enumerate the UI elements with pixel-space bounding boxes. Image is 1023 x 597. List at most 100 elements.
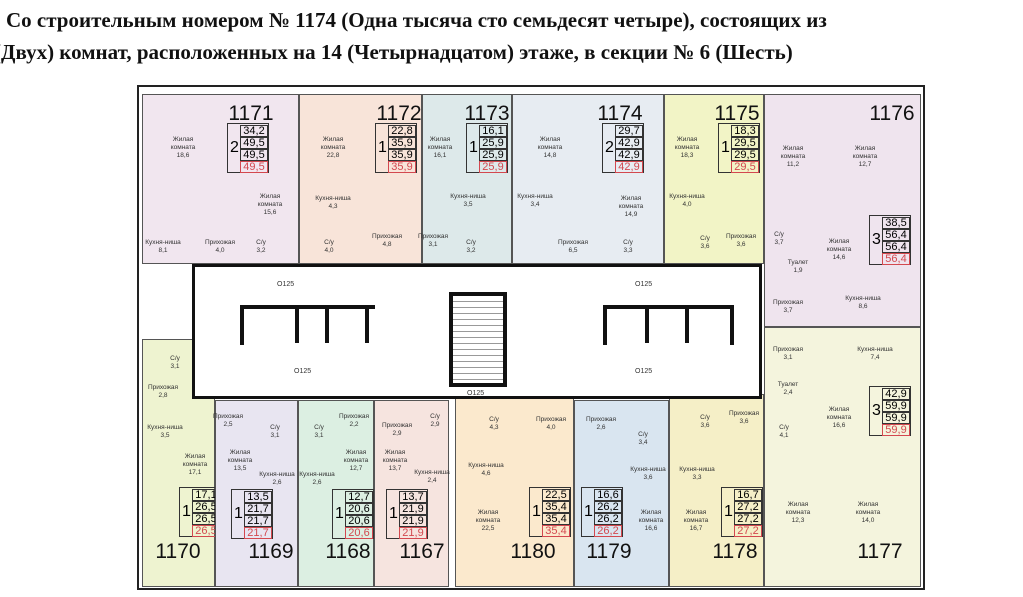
room-name: Жилая комната (343, 449, 369, 464)
corridor-label: O125 (277, 281, 295, 288)
wall (365, 305, 369, 343)
area-value: 20,6 (345, 514, 373, 527)
room-area: 14,9 (624, 211, 638, 218)
room-area: 4,3 (328, 203, 338, 210)
area-value: 21,7 (244, 502, 272, 515)
room-area: 3,1 (314, 432, 324, 439)
room-area: 16,6 (832, 422, 846, 429)
room-name: Жилая комната (475, 509, 501, 524)
room-name: С/у (314, 424, 324, 431)
area-value: 13,5 (244, 490, 272, 503)
room-area: 16,6 (644, 525, 658, 532)
area-value: 38,5 (882, 216, 910, 229)
room-name: Прихожая (381, 422, 413, 429)
room-area: 17,1 (188, 469, 202, 476)
total-area-highlight: 59,9 (882, 423, 910, 436)
room-name: Прихожая (725, 233, 757, 240)
room-name: Прихожая (204, 239, 236, 246)
room-name: Прихожая (557, 239, 589, 246)
total-area-highlight: 42,9 (615, 160, 643, 173)
room-name: Прихожая (147, 384, 179, 391)
room-area: 3,4 (530, 201, 540, 208)
room-count: 1 (378, 139, 387, 156)
room-name: Прихожая (585, 416, 617, 423)
apartment-number: 1173 (464, 102, 510, 125)
area-value: 20,6 (345, 502, 373, 515)
room-area: 8,1 (158, 247, 168, 254)
wall (325, 305, 329, 343)
area-value: 21,9 (399, 502, 427, 515)
room-area: 3,1 (783, 354, 793, 361)
area-value: 29,5 (731, 136, 759, 149)
room-area: 4,3 (489, 424, 499, 431)
room-area: 3,7 (774, 239, 784, 246)
room-name: С/у (700, 235, 710, 242)
room-name: Жилая комната (683, 509, 709, 524)
room-area: 3,1 (170, 363, 180, 370)
stairwell (449, 292, 507, 387)
area-value: 13,7 (399, 490, 427, 503)
room-area: 4,0 (324, 247, 334, 254)
area-value: 35,4 (542, 512, 570, 525)
room-area: 7,4 (870, 354, 880, 361)
apartment-number: 1175 (714, 102, 760, 125)
room-area: 3,1 (428, 241, 438, 248)
room-name: Кухня-ниша (315, 195, 351, 202)
area-value: 35,9 (388, 148, 416, 161)
room-count: 1 (389, 505, 398, 522)
corridor-label: O125 (635, 368, 653, 375)
total-area-highlight: 49,5 (240, 160, 268, 173)
area-value: 59,9 (882, 411, 910, 424)
room-name: Кухня-ниша (669, 193, 705, 200)
area-value: 35,9 (388, 136, 416, 149)
room-area: 3,2 (256, 247, 266, 254)
apartment-number: 1168 (325, 540, 371, 563)
total-area-highlight: 27,2 (734, 524, 762, 537)
area-value: 27,2 (734, 512, 762, 525)
room-name: С/у (774, 231, 784, 238)
room-area: 2,6 (272, 479, 282, 486)
room-count: 1 (584, 503, 593, 520)
room-area: 2,8 (158, 392, 168, 399)
total-area-highlight: 56,4 (882, 252, 910, 265)
wall (240, 305, 375, 309)
room-count: 1 (532, 503, 541, 520)
title-line-2: (Двух) комнат, расположенных на 14 (Четы… (0, 40, 793, 64)
room-name: Жилая комната (427, 136, 453, 151)
